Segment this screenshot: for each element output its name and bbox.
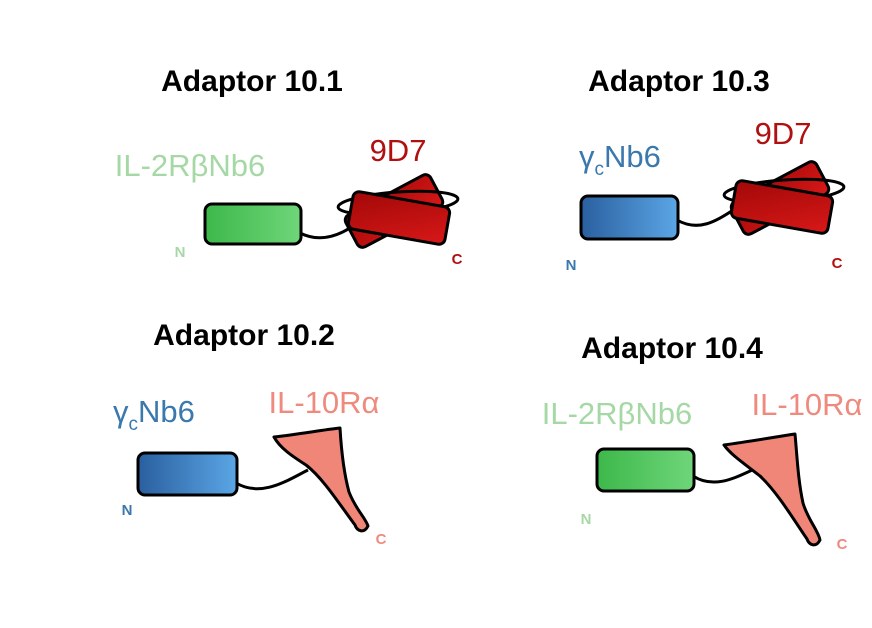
n-terminus-label: N [122, 502, 133, 519]
nanobody-domain [136, 451, 239, 497]
c-terminus-label: C [376, 531, 387, 548]
panel-adaptor-10-2: Adaptor 10.2 γcNb6 IL-10Rα N C [113, 319, 387, 548]
n-terminus-label: N [175, 244, 186, 261]
n-terminus-label: N [581, 511, 592, 528]
c-terminus-label: C [452, 251, 463, 268]
panel-title: Adaptor 10.2 [153, 319, 335, 352]
c-terminus-label: C [832, 255, 843, 272]
nanobody-domain [203, 202, 303, 246]
n-terminus-label: N [566, 257, 577, 274]
nanobody-domain [595, 447, 696, 493]
il10ra-domain [272, 426, 370, 533]
nanobody-label: γcNb6 [579, 139, 661, 180]
panel-adaptor-10-1: Adaptor 10.1 IL-2RβNb6 9D7 N C [115, 65, 463, 268]
cytokine-helix-bundle [722, 160, 846, 236]
linker [676, 206, 737, 227]
cytokine-label: 9D7 [370, 133, 427, 168]
nanobody-domain [579, 194, 680, 241]
cytokine-label: IL-10Rα [752, 387, 863, 422]
cytokine-label: IL-10Rα [269, 385, 380, 420]
cytokine-label: 9D7 [755, 116, 812, 151]
panel-title: Adaptor 10.3 [588, 65, 770, 98]
nanobody-label: IL-2RβNb6 [542, 396, 693, 431]
cytokine-helix-bundle [336, 173, 460, 249]
panel-adaptor-10-3: Adaptor 10.3 γcNb6 9D7 N C [566, 65, 846, 274]
nanobody-label: IL-2RβNb6 [115, 148, 266, 183]
c-terminus-label: C [837, 536, 848, 553]
nanobody-label: γcNb6 [113, 394, 195, 435]
panel-adaptor-10-4: Adaptor 10.4 IL-2RβNb6 IL-10Rα N C [542, 332, 863, 553]
panel-title: Adaptor 10.1 [161, 65, 343, 98]
il10ra-domain [722, 432, 822, 547]
linker [235, 468, 309, 491]
panel-title: Adaptor 10.4 [581, 332, 763, 365]
